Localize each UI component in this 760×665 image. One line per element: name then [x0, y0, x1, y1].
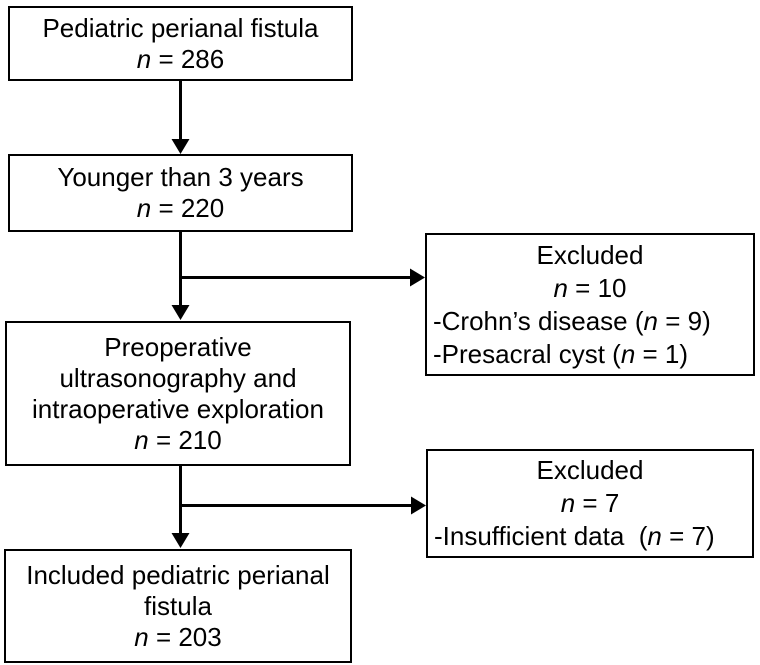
box-excluded-1: Excluded n = 10 -Crohn’s disease (n = 9)… [425, 233, 755, 376]
n-symbol: n [134, 621, 149, 652]
item-suffix: = 1) [635, 338, 689, 369]
n-value: = 210 [148, 424, 222, 455]
box-excluded-2: Excluded n = 7 -Insufficient data (n = 7… [426, 449, 754, 558]
n-symbol: n [560, 488, 576, 518]
box-preop-label-line1: Preoperative [104, 331, 252, 362]
n-value: = 10 [567, 272, 627, 303]
n-value: = 203 [148, 621, 222, 652]
n-value: = 7 [575, 488, 620, 518]
n-symbol: n [647, 521, 662, 551]
n-value: = 220 [151, 193, 225, 223]
n-symbol: n [643, 305, 658, 336]
excluded2-count: n = 7 [434, 487, 746, 520]
box-total-label: Pediatric perianal fistula [42, 12, 319, 43]
item-suffix: = 7) [661, 521, 715, 551]
item-text: -Insufficient data ( [434, 521, 648, 551]
box-preop-count: n = 210 [7, 425, 349, 456]
n-symbol: n [134, 424, 149, 455]
excluded2-item-insufficient-data: -Insufficient data (n = 7) [434, 520, 746, 553]
box-younger-than-3-years: Younger than 3 years n = 220 [8, 154, 353, 232]
n-symbol: n [620, 338, 636, 369]
excluded1-item-presacral: -Presacral cyst (n = 1) [433, 338, 747, 371]
box-included-label-line2: fistula [144, 590, 212, 621]
box-included-label-line1: Included pediatric perianal [26, 559, 330, 590]
excluded1-count: n = 10 [433, 272, 747, 305]
item-text: -Crohn’s disease ( [433, 305, 644, 336]
excluded1-title: Excluded [536, 239, 644, 270]
excluded2-title: Excluded [536, 455, 644, 485]
box-included-count: n = 203 [6, 622, 350, 653]
n-value: = 286 [151, 43, 225, 74]
box-younger-label: Younger than 3 years [57, 162, 304, 192]
n-symbol: n [136, 193, 152, 223]
item-text: -Presacral cyst ( [433, 338, 621, 369]
arrow-younger-to-preop-head [171, 305, 190, 320]
box-included-pediatric-perianal-fistula: Included pediatric perianal fistula n = … [4, 549, 352, 663]
box-pediatric-perianal-fistula: Pediatric perianal fistula n = 286 [8, 6, 353, 81]
arrow-preop-to-included-head [171, 533, 190, 548]
excluded1-item-crohns: -Crohn’s disease (n = 9) [433, 305, 747, 338]
arrow-branch-excluded1-head [410, 268, 425, 287]
arrow-total-to-younger-head [171, 139, 190, 154]
box-preop-label-line2: ultrasonography and [59, 362, 297, 393]
box-preop-label-line3: intraoperative exploration [32, 393, 324, 424]
box-total-count: n = 286 [10, 44, 351, 75]
arrow-branch-excluded2-head [411, 496, 426, 515]
n-symbol: n [136, 43, 152, 74]
box-preoperative-ultrasonography: Preoperative ultrasonography and intraop… [5, 321, 351, 466]
box-younger-count: n = 220 [10, 193, 351, 224]
n-symbol: n [553, 272, 568, 303]
item-suffix: = 9) [657, 305, 711, 336]
